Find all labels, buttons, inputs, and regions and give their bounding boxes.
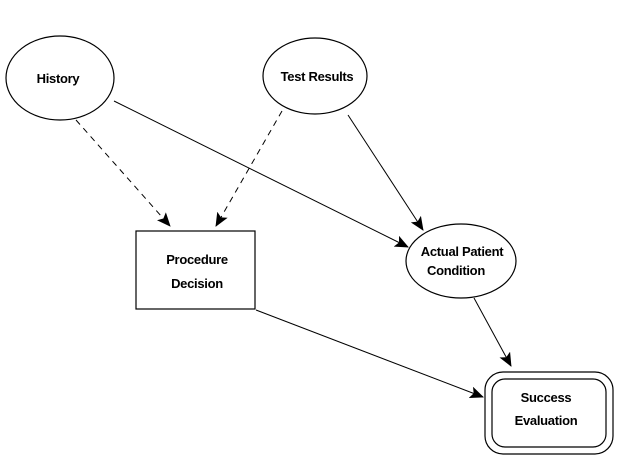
- node-success-evaluation-inner-shape: [491, 378, 607, 448]
- node-procedure-decision-label-line2: Decision: [171, 276, 223, 291]
- node-success-evaluation: Success Evaluation: [484, 371, 614, 455]
- node-actual-patient-condition-label-line1: Actual Patient: [421, 244, 504, 259]
- node-test-results-shape: [262, 37, 368, 115]
- edge-test-results-to-actual-patient-condition: [347, 114, 424, 231]
- node-success-evaluation-label-line1: Success: [521, 390, 572, 405]
- edge-history-to-procedure-decision: [75, 119, 171, 227]
- node-procedure-decision: Procedure Decision: [135, 230, 256, 310]
- edge-history-to-actual-patient-condition: [113, 100, 409, 248]
- node-actual-patient-condition-shape: [405, 223, 517, 299]
- node-procedure-decision-shape: [135, 230, 256, 310]
- node-actual-patient-condition: Actual Patient Condition: [405, 223, 517, 299]
- node-test-results-label: Test Results: [281, 69, 354, 84]
- node-history-shape: [5, 35, 115, 121]
- node-history: History: [5, 35, 115, 121]
- edge-procedure-decision-to-success-evaluation: [255, 309, 484, 398]
- node-actual-patient-condition-label-line2: Condition: [427, 263, 485, 278]
- edge-actual-patient-condition-to-success-evaluation: [473, 297, 512, 367]
- node-success-evaluation-label-line2: Evaluation: [515, 413, 578, 428]
- edges: [75, 100, 512, 398]
- edge-test-results-to-procedure-decision: [215, 110, 283, 227]
- node-history-label: History: [37, 71, 81, 86]
- node-procedure-decision-label-line1: Procedure: [166, 252, 228, 267]
- node-test-results: Test Results: [262, 37, 368, 115]
